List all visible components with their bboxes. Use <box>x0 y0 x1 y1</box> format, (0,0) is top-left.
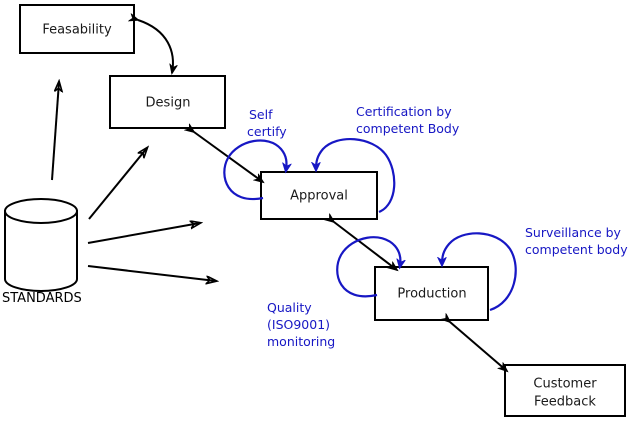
cylinder-top <box>4 198 78 224</box>
flow-approval-production <box>334 222 397 270</box>
annotation-certification-line1: Certification by <box>356 104 452 119</box>
annotation-quality-line3: monitoring <box>267 334 335 349</box>
data-store-label: STANDARDS <box>2 291 82 306</box>
node-customer-feedback[interactable]: Customer Feedback <box>504 364 626 417</box>
data-store-standards[interactable]: STANDARDS <box>2 198 82 306</box>
node-approval-box <box>260 171 378 220</box>
node-design-label: Design <box>146 96 191 111</box>
node-design[interactable]: Design <box>109 75 226 129</box>
annotation-certification-competent-body: Certification by competent Body <box>356 104 460 136</box>
annotation-surveillance-line1: Surveillance by <box>525 225 622 240</box>
loop-surveillance-competent-body <box>442 232 517 312</box>
cylinder-body <box>4 210 78 292</box>
flow-production-customer-feedback <box>450 322 507 371</box>
loop-self-certify <box>223 139 286 201</box>
flow-standards-design <box>88 148 147 220</box>
node-feasability-label: Feasability <box>42 23 112 38</box>
node-customer-feedback-label-line2: Feedback <box>534 395 596 410</box>
flow-standards-production <box>87 265 216 281</box>
annotation-self-certify-line2: certify <box>247 124 287 139</box>
node-design-box <box>109 75 226 129</box>
node-production-label: Production <box>397 287 466 302</box>
node-customer-feedback-label-line1: Customer <box>533 377 597 392</box>
annotation-surveillance-line2: competent body <box>525 242 628 257</box>
annotation-self-certify: Self certify <box>247 107 287 139</box>
node-approval-label: Approval <box>290 189 348 204</box>
flow-feasability-design <box>138 20 173 73</box>
node-production[interactable]: Production <box>374 266 489 321</box>
annotation-certification-line2: competent Body <box>356 121 460 136</box>
loop-quality-iso9001-monitoring <box>336 236 400 298</box>
flow-standards-approval <box>87 223 200 244</box>
node-feasability[interactable]: Feasability <box>19 4 135 54</box>
annotation-quality-line2: (ISO9001) <box>267 317 330 332</box>
node-customer-feedback-box <box>504 364 626 417</box>
node-approval[interactable]: Approval <box>260 171 378 220</box>
loop-certification-competent-body <box>316 137 396 214</box>
annotation-self-certify-line1: Self <box>249 107 273 122</box>
annotation-quality-line1: Quality <box>267 300 312 315</box>
flow-standards-feasability <box>51 82 59 181</box>
node-production-box <box>374 266 489 321</box>
annotation-quality-iso9001-monitoring: Quality (ISO9001) monitoring <box>267 300 335 349</box>
annotation-surveillance-competent-body: Surveillance by competent body <box>525 225 628 257</box>
